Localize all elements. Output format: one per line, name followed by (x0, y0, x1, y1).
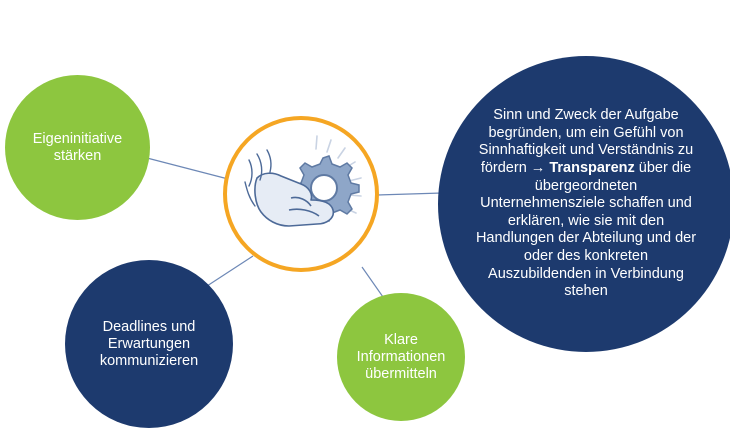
bubble-eigeninitiative: Eigeninitiative stärken (5, 75, 150, 220)
central-hub (223, 116, 379, 272)
bubble-deadlines-text: Deadlines und Erwartungen kommunizieren (99, 318, 199, 369)
hand-turning-gear-icon (244, 135, 362, 227)
connector-klare (361, 266, 384, 298)
bubble-klare-informationen: Klare Informationen übermitteln (337, 293, 465, 421)
bubble-klare-text: Klare Informationen übermitteln (356, 331, 446, 382)
bubble-sinn-und-zweck: Sinn und Zweck der Aufgabe begründen, um… (438, 56, 730, 352)
connector-deadlines (206, 255, 254, 287)
arrow-right-icon: → (530, 160, 546, 177)
connector-sinn (376, 192, 443, 196)
bubble-sinn-text: Sinn und Zweck der Aufgabe begründen, um… (472, 107, 700, 301)
sinn-text-after: über die übergeordneten Unternehmensziel… (475, 160, 697, 300)
bubble-deadlines: Deadlines und Erwartungen kommunizieren (65, 260, 233, 428)
bubble-eigeninitiative-text: Eigeninitiative stärken (32, 130, 123, 164)
sinn-text-before: Sinn und Zweck der Aufgabe begründen, um… (478, 107, 694, 177)
connector-eigen (146, 157, 233, 181)
sinn-text-bold: Transparenz (549, 160, 635, 177)
